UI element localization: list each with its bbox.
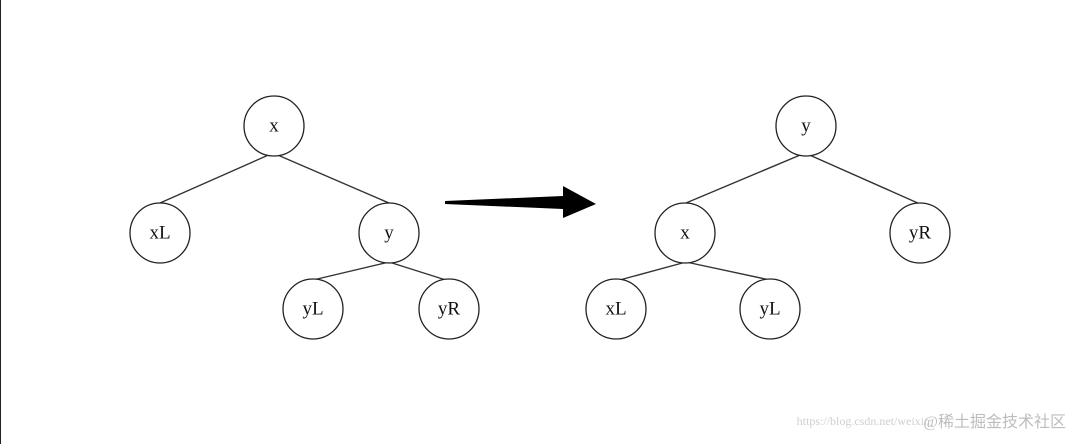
before-node-y-label: y bbox=[384, 223, 394, 244]
watermark-brand: @稀土掘金技术社区 bbox=[923, 414, 1066, 431]
transform-arrow-icon bbox=[445, 186, 596, 218]
before-node-yR: yR bbox=[418, 278, 480, 340]
before-node-x-label: x bbox=[269, 116, 279, 137]
before-node-x: x bbox=[243, 95, 305, 157]
edge-before-x-xL bbox=[159, 152, 274, 204]
edge-before-y-yR bbox=[388, 261, 450, 282]
left-border-line bbox=[0, 0, 1, 444]
before-node-y: y bbox=[358, 202, 420, 264]
after-node-xL-label: xL bbox=[605, 299, 626, 320]
after-node-x: x bbox=[654, 202, 716, 264]
before-node-yR-label: yR bbox=[438, 299, 461, 320]
after-node-xL: xL bbox=[585, 278, 647, 340]
after-node-y: y bbox=[775, 95, 837, 157]
after-node-yL: yL bbox=[739, 278, 801, 340]
edge-after-x-xL bbox=[615, 261, 687, 282]
before-node-yL: yL bbox=[282, 278, 344, 340]
after-node-x-label: x bbox=[680, 223, 690, 244]
after-node-y-label: y bbox=[801, 116, 811, 137]
before-node-yL-label: yL bbox=[302, 299, 323, 320]
edge-before-x-y bbox=[272, 152, 390, 204]
edge-after-y-yR bbox=[804, 152, 921, 205]
after-node-yR-label: yR bbox=[909, 223, 932, 244]
edge-after-y-x bbox=[685, 152, 806, 204]
edge-after-x-yL bbox=[685, 261, 771, 281]
after-node-yL-label: yL bbox=[759, 299, 780, 320]
watermark-url: https://blog.csdn.net/weixin bbox=[796, 414, 930, 428]
before-node-xL-label: xL bbox=[149, 223, 170, 244]
after-node-yR: yR bbox=[889, 202, 951, 264]
before-node-xL: xL bbox=[129, 202, 191, 264]
edge-before-y-yL bbox=[312, 261, 390, 281]
